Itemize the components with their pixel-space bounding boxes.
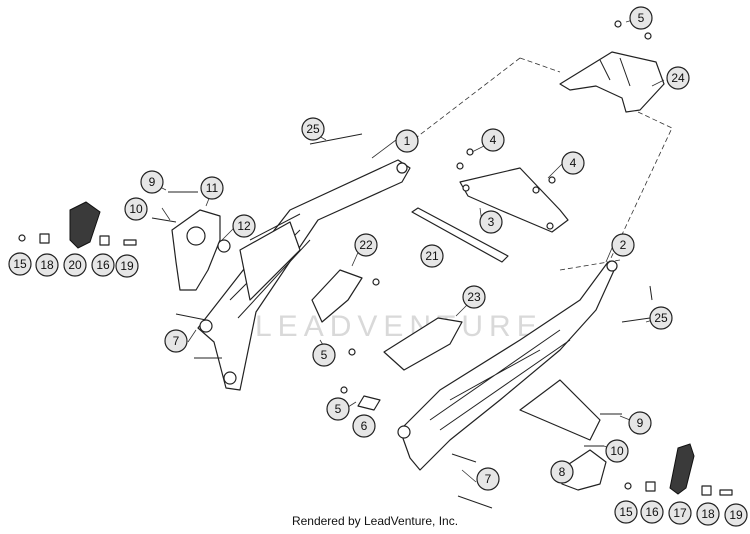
svg-text:15: 15 bbox=[619, 505, 633, 519]
svg-text:15: 15 bbox=[13, 257, 27, 271]
part-22-bracket[interactable] bbox=[311, 269, 363, 323]
svg-text:25: 25 bbox=[654, 311, 668, 325]
callout-7b: 7 bbox=[476, 467, 500, 491]
callout-15a: 15 bbox=[8, 252, 32, 276]
svg-text:21: 21 bbox=[425, 249, 439, 263]
svg-text:4: 4 bbox=[490, 133, 497, 147]
svg-text:16: 16 bbox=[96, 258, 110, 272]
callout-22: 22 bbox=[354, 233, 378, 257]
bolts bbox=[151, 20, 653, 509]
callout-9b: 9 bbox=[628, 411, 652, 435]
svg-text:5: 5 bbox=[321, 348, 328, 362]
svg-text:10: 10 bbox=[129, 202, 143, 216]
part-8-bracket[interactable] bbox=[559, 449, 607, 491]
callout-5c: 5 bbox=[326, 397, 350, 421]
svg-text:6: 6 bbox=[361, 419, 368, 433]
svg-text:22: 22 bbox=[359, 238, 373, 252]
callouts: 1 2 3 4 4 5 5 5 6 7 7 8 9 9 10 10 11 12 … bbox=[8, 6, 748, 527]
svg-text:10: 10 bbox=[610, 444, 624, 458]
callout-5a: 5 bbox=[629, 6, 653, 30]
callout-21: 21 bbox=[420, 244, 444, 268]
svg-text:1: 1 bbox=[404, 134, 411, 148]
part-17-footpeg-right[interactable] bbox=[669, 443, 695, 495]
callout-19b: 19 bbox=[724, 503, 748, 527]
svg-text:7: 7 bbox=[173, 334, 180, 348]
svg-text:16: 16 bbox=[645, 505, 659, 519]
svg-text:24: 24 bbox=[671, 71, 685, 85]
hardware-right bbox=[624, 481, 733, 496]
svg-text:9: 9 bbox=[149, 175, 156, 189]
callout-23: 23 bbox=[462, 285, 486, 309]
callout-24: 24 bbox=[666, 66, 690, 90]
callout-18a: 18 bbox=[35, 253, 59, 277]
callout-9a: 9 bbox=[140, 170, 164, 194]
svg-text:17: 17 bbox=[673, 506, 687, 520]
callout-16a: 16 bbox=[91, 253, 115, 277]
svg-text:9: 9 bbox=[637, 416, 644, 430]
callout-6: 6 bbox=[352, 414, 376, 438]
svg-text:5: 5 bbox=[638, 11, 645, 25]
callout-25a: 25 bbox=[301, 117, 325, 141]
callout-12: 12 bbox=[232, 214, 256, 238]
svg-text:18: 18 bbox=[40, 258, 54, 272]
svg-text:25: 25 bbox=[306, 122, 320, 136]
hardware-left bbox=[18, 233, 137, 246]
callout-4a: 4 bbox=[481, 128, 505, 152]
part-11-footrest-bracket[interactable] bbox=[171, 209, 231, 291]
watermark-text: LEADVENTURE bbox=[255, 310, 543, 343]
callout-18b: 18 bbox=[696, 502, 720, 526]
svg-text:20: 20 bbox=[68, 258, 82, 272]
svg-text:4: 4 bbox=[570, 156, 577, 170]
callout-5b: 5 bbox=[312, 343, 336, 367]
svg-text:2: 2 bbox=[620, 238, 627, 252]
callout-1: 1 bbox=[395, 129, 419, 153]
callout-3: 3 bbox=[479, 210, 503, 234]
callout-2: 2 bbox=[611, 233, 635, 257]
callout-25b: 25 bbox=[649, 306, 673, 330]
part-21-bar[interactable] bbox=[411, 207, 509, 263]
part-3-cross-plate[interactable] bbox=[459, 167, 569, 233]
svg-text:23: 23 bbox=[467, 290, 481, 304]
part-20-footpeg-left[interactable] bbox=[69, 201, 101, 249]
callout-20: 20 bbox=[63, 253, 87, 277]
part-24-upper-bracket[interactable] bbox=[559, 51, 665, 113]
svg-text:11: 11 bbox=[206, 181, 219, 195]
svg-text:19: 19 bbox=[729, 508, 743, 522]
svg-text:8: 8 bbox=[559, 465, 566, 479]
svg-text:12: 12 bbox=[237, 219, 251, 233]
callout-8: 8 bbox=[550, 460, 574, 484]
svg-text:19: 19 bbox=[120, 259, 134, 273]
callout-19a: 19 bbox=[115, 254, 139, 278]
svg-text:3: 3 bbox=[488, 215, 495, 229]
part-23-bracket[interactable] bbox=[383, 317, 463, 371]
callout-17: 17 bbox=[668, 501, 692, 525]
part-1-subframe-rail[interactable] bbox=[197, 159, 411, 391]
part-2-side-panel[interactable] bbox=[397, 260, 618, 471]
callout-7a: 7 bbox=[164, 329, 188, 353]
callout-10a: 10 bbox=[124, 197, 148, 221]
footer-credit: Rendered by LeadVenture, Inc. bbox=[291, 514, 459, 528]
svg-text:5: 5 bbox=[335, 402, 342, 416]
callout-4b: 4 bbox=[561, 151, 585, 175]
callout-16b: 16 bbox=[640, 500, 664, 524]
svg-text:7: 7 bbox=[485, 472, 492, 486]
callout-15b: 15 bbox=[614, 500, 638, 524]
callout-10b: 10 bbox=[605, 439, 629, 463]
callout-11: 11 bbox=[200, 176, 224, 200]
svg-text:18: 18 bbox=[701, 507, 715, 521]
